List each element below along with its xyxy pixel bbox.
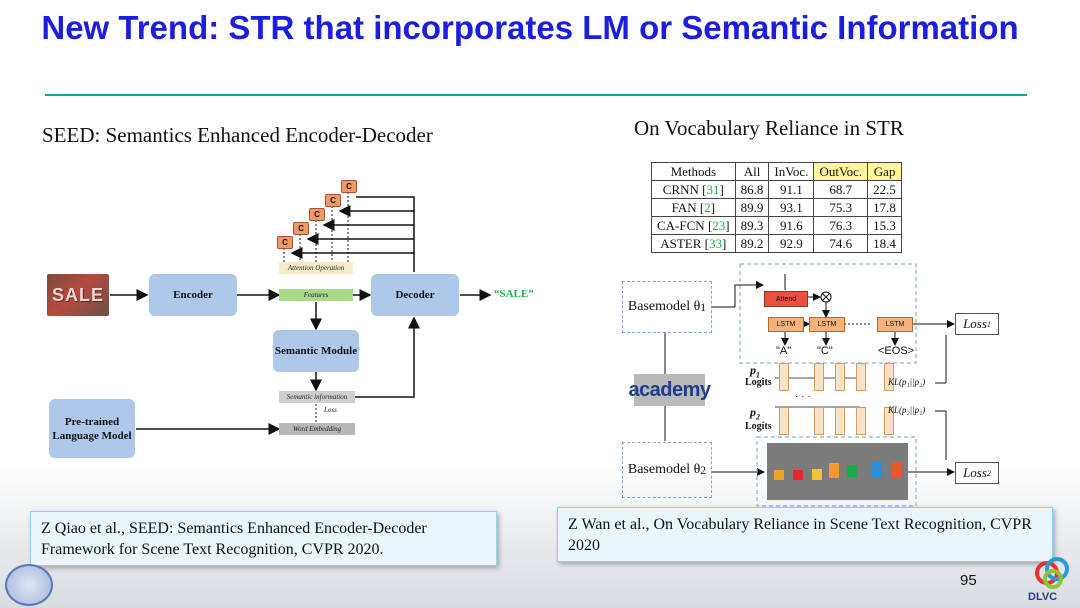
seed-output-label: “SALE” xyxy=(494,288,534,300)
sale-scene-image: SALE xyxy=(47,274,109,316)
kl-p1-p2-label: KL(p₁||p₂) xyxy=(888,377,926,387)
basemodel-2-sub: 2 xyxy=(700,463,707,477)
logit-cell xyxy=(779,407,789,435)
table-row: CA-FCN [23] 89.3 91.6 76.3 15.3 xyxy=(651,216,902,235)
results-table: Methods All InVoc. OutVoc. Gap CRNN [31]… xyxy=(651,162,902,253)
gap-cell: 22.5 xyxy=(867,180,902,199)
attention-operation-bar: Attention Operation xyxy=(279,262,353,274)
gap-cell: 15.3 xyxy=(867,216,902,235)
academy-image-text: academy xyxy=(628,378,711,401)
feature-square xyxy=(793,470,803,480)
academy-word-image: academy xyxy=(628,374,711,406)
lstm-block-3: LSTM xyxy=(877,317,913,332)
char-c-box-4: C xyxy=(325,194,341,207)
dlvc-logo-text: DLVC xyxy=(1028,591,1058,603)
feature-square xyxy=(847,465,857,477)
outvoc-cell: 75.3 xyxy=(813,198,869,217)
university-seal-icon xyxy=(5,564,53,606)
logit-cell xyxy=(814,363,824,391)
basemodel-1-label: Basemodel θ xyxy=(627,299,701,314)
kl-p2-p1-label: KL(p₂||p₁) xyxy=(888,405,926,415)
logits-dots: · · · xyxy=(795,391,811,402)
basemodel-1-sub: 1 xyxy=(700,300,707,314)
feature-square xyxy=(892,462,901,478)
dlvc-logo-icon xyxy=(1035,557,1069,589)
outvoc-cell: 74.6 xyxy=(813,234,869,253)
slide-title: New Trend: STR that incorporates LM or S… xyxy=(41,9,1019,46)
attend-block: Attend xyxy=(764,291,808,307)
char-c-box-1: C xyxy=(277,236,293,249)
all-cell: 89.2 xyxy=(734,234,770,253)
char-c-box-3: C xyxy=(309,208,325,221)
all-cell: 89.9 xyxy=(734,198,770,217)
features-bar: Features xyxy=(279,289,353,301)
basemodel-2-label: Basemodel θ xyxy=(627,462,701,477)
logits-label-1: Logits xyxy=(745,377,772,388)
invoc-cell: 91.6 xyxy=(768,216,815,235)
logit-cell xyxy=(835,363,845,391)
header-invoc: InVoc. xyxy=(768,162,815,181)
pretrained-language-model-block: Pre-trained Language Model xyxy=(49,399,135,458)
seed-reference-text: Z Qiao et al., SEED: Semantics Enhanced … xyxy=(41,520,427,558)
logit-cell xyxy=(856,407,866,435)
vocab-reference-box: Z Wan et al., On Vocabulary Reliance in … xyxy=(557,507,1053,562)
char-c-box-5: C xyxy=(341,180,357,193)
seed-subtitle: SEED: Semantics Enhanced Encoder-Decoder xyxy=(42,123,433,147)
logit-cell xyxy=(884,363,894,391)
table-row: CRNN [31] 86.8 91.1 68.7 22.5 xyxy=(651,180,902,199)
lstm-block-1: LSTM xyxy=(768,317,804,332)
invoc-cell: 92.9 xyxy=(768,234,815,253)
decoder-block: Decoder xyxy=(371,274,459,316)
outvoc-cell: 68.7 xyxy=(813,180,869,199)
seed-reference-box: Z Qiao et al., SEED: Semantics Enhanced … xyxy=(30,511,497,566)
logit-cell xyxy=(779,363,789,391)
semantic-information-bar: Semantic information xyxy=(279,391,355,403)
gap-cell: 18.4 xyxy=(867,234,902,253)
table-row: FAN [2] 89.9 93.1 75.3 17.8 xyxy=(651,198,902,217)
feature-square xyxy=(829,463,839,478)
p1-label: p1 xyxy=(750,363,760,380)
gap-cell: 17.8 xyxy=(867,198,902,217)
title-divider xyxy=(45,94,1027,96)
sale-image-text: SALE xyxy=(51,284,104,305)
method-cell: CRNN [31] xyxy=(651,180,736,199)
semantic-module-block: Semantic Module xyxy=(273,330,359,372)
method-cell: FAN [2] xyxy=(651,198,736,217)
feature-map-block xyxy=(767,443,908,500)
logit-cell xyxy=(856,363,866,391)
method-cell: ASTER [33] xyxy=(651,234,736,253)
logit-cell xyxy=(884,407,894,435)
invoc-cell: 93.1 xyxy=(768,198,815,217)
logit-cell xyxy=(814,407,824,435)
feature-square xyxy=(774,470,784,480)
page-number: 95 xyxy=(960,572,977,589)
method-cell: CA-FCN [23] xyxy=(651,216,736,235)
table-row: ASTER [33] 89.2 92.9 74.6 18.4 xyxy=(651,234,902,253)
output-c-label: "C" xyxy=(817,345,833,357)
output-a-label: "A" xyxy=(776,345,792,357)
char-c-box-2: C xyxy=(293,222,309,235)
vocab-reference-text: Z Wan et al., On Vocabulary Reliance in … xyxy=(568,516,1032,554)
word-embedding-bar: Word Embedding xyxy=(279,423,355,435)
logit-cell xyxy=(835,407,845,435)
vocab-subtitle: On Vocabulary Reliance in STR xyxy=(634,116,904,140)
feature-square xyxy=(871,462,882,478)
lstm-block-2: LSTM xyxy=(809,317,845,332)
output-eos-label: <EOS> xyxy=(878,345,915,357)
feature-square xyxy=(812,469,822,480)
loss-label: Loss xyxy=(324,406,337,414)
p2-label: p2 xyxy=(750,405,760,422)
logits-label-2: Logits xyxy=(745,421,772,432)
encoder-block: Encoder xyxy=(149,274,237,316)
